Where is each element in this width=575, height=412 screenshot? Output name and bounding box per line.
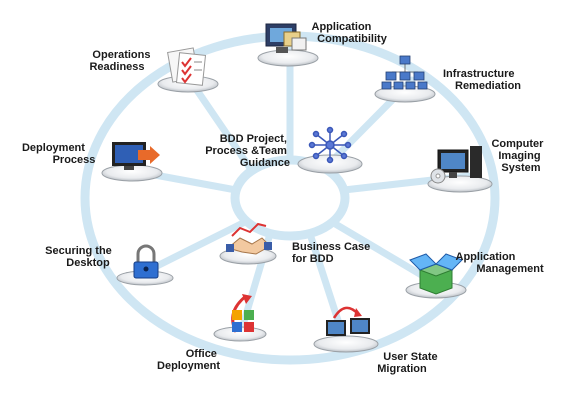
application-management-label-line-1: Application: [456, 251, 516, 263]
svg-text:Computer Imaging S: Computer Imaging System: [491, 138, 546, 174]
business-case-node[interactable]: Business Case for BDD: [219, 222, 373, 265]
svg-text:User State Migration: User State Migration: [377, 351, 440, 375]
hub-label-line-2: Process &Team: [205, 145, 287, 157]
infrastructure-remediation-label-line-1: Infrastructure: [443, 68, 515, 80]
infrastructure-remediation-disc: [374, 85, 436, 103]
svg-text:Infrastructure Remediati: Infrastructure Remediation: [443, 68, 521, 92]
network-hub-icon: [308, 126, 352, 164]
computer-imaging-system-label-line-2: Imaging: [498, 150, 540, 162]
computer-cd-icon: [430, 146, 482, 184]
padlock-icon: [133, 244, 159, 279]
node-application-management[interactable]: Application Management: [405, 251, 544, 299]
monitor-arrow-icon: [112, 142, 160, 170]
infrastructure-remediation-label-line-2: Remediation: [455, 80, 521, 92]
node-deployment-process[interactable]: Deployment Process: [22, 142, 163, 182]
node-application-compatibility[interactable]: Application Compatibility: [257, 21, 388, 67]
business-case-label-line-2: for BDD: [292, 253, 334, 265]
hub-label-line-1: BDD Project,: [220, 133, 287, 145]
deployment-process-label-line-2: Process: [53, 154, 96, 166]
application-compatibility-label-line-2: Compatibility: [317, 33, 388, 45]
office-deployment-label-line-2: Deployment: [157, 360, 220, 372]
node-securing-the-desktop[interactable]: Securing the Desktop: [45, 244, 174, 286]
computer-imaging-system-label-line-3: System: [501, 162, 540, 174]
computer-imaging-system-label-line-1: Computer: [491, 138, 544, 150]
svg-text:BDD Project, Process &Te: BDD Project, Process &Team Guidance: [205, 133, 290, 169]
securing-the-desktop-label-line-2: Desktop: [66, 257, 110, 269]
checklist-icon: [167, 47, 207, 86]
user-state-migration-label-line-2: Migration: [377, 363, 427, 375]
operations-readiness-label-line-2: Readiness: [89, 61, 144, 73]
node-user-state-migration[interactable]: User State Migration: [313, 306, 441, 375]
node-computer-imaging-system[interactable]: Computer Imaging System: [427, 138, 547, 193]
hub-label-line-3: Guidance: [240, 157, 290, 169]
svg-text:Application Management: Application Management: [456, 251, 544, 275]
securing-the-desktop-label-line-1: Securing the: [45, 245, 112, 257]
server-tree-icon: [381, 55, 428, 90]
user-state-migration-label-line-1: User State: [383, 351, 437, 363]
office-deployment-label-line-1: Office: [186, 348, 217, 360]
monitor-transfer-icon: [326, 306, 370, 336]
node-office-deployment[interactable]: Office Deployment: [157, 294, 267, 372]
open-box-icon: [409, 253, 463, 295]
svg-text:Application Compatibilit: Application Compatibility: [312, 21, 388, 45]
application-management-label-line-2: Management: [476, 263, 544, 275]
svg-text:Office Deployment: Office Deployment: [157, 348, 220, 372]
node-operations-readiness[interactable]: Operations Readiness: [89, 47, 219, 93]
svg-text:Securing the Desktop: Securing the Desktop: [45, 245, 115, 269]
application-compatibility-label-line-1: Application: [312, 21, 372, 33]
office-logo-icon: [231, 294, 254, 333]
operations-readiness-label-line-1: Operations: [92, 49, 150, 61]
hub-node[interactable]: BDD Project, Process &Team Guidance: [205, 126, 363, 174]
user-state-migration-disc: [313, 335, 379, 353]
wheel: [80, 31, 500, 365]
svg-text:Operations Readiness: Operations Readiness: [89, 49, 153, 73]
handshake-icon: [226, 222, 272, 255]
svg-text:Deployment Process: Deployment Process: [22, 142, 95, 166]
deployment-process-label-line-1: Deployment: [22, 142, 85, 154]
business-case-label-line-1: Business Case: [292, 241, 370, 253]
app-windows-icon: [265, 23, 307, 53]
node-infrastructure-remediation[interactable]: Infrastructure Remediation: [374, 55, 521, 103]
svg-text:Business Case for BDD: Business Case for BDD: [292, 241, 373, 265]
